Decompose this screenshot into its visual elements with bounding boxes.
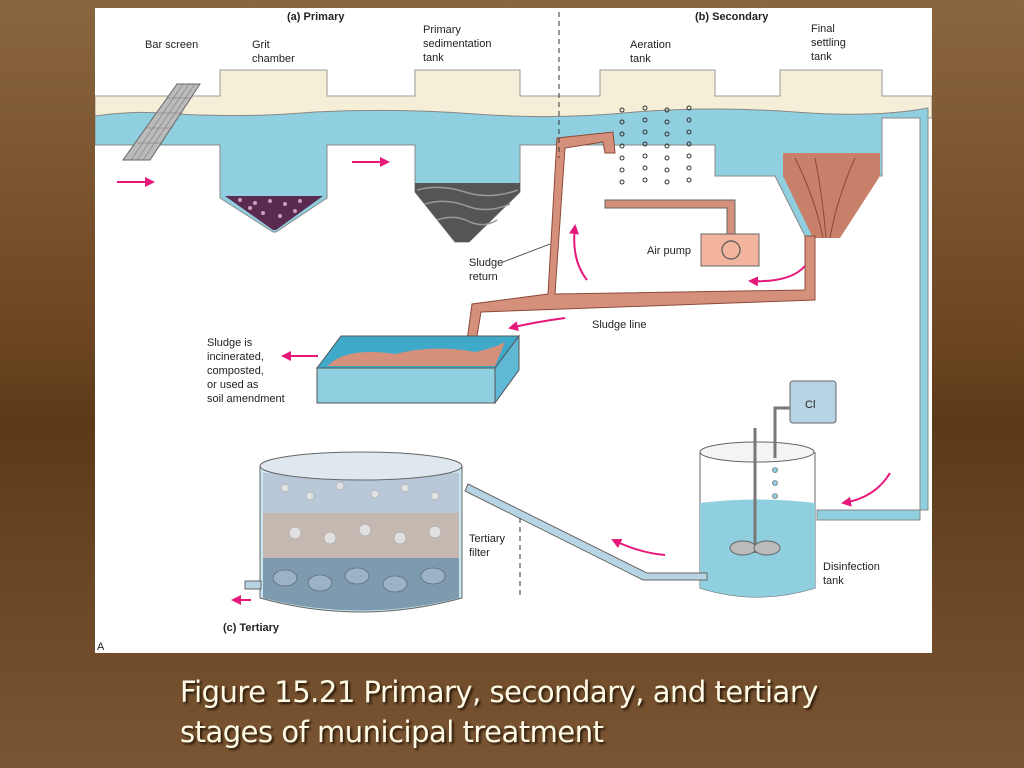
treatment-diagram: (a) Primary (b) Secondary (c) Tertiary B…: [95, 8, 932, 653]
primary-sedimentation-label: Primary sedimentation tank: [423, 24, 495, 64]
primary-sludge: [415, 183, 520, 242]
air-pump-label: Air pump: [647, 245, 691, 257]
sludge-return-leader: [502, 243, 551, 263]
sludge-fate-label: Sludge is incinerated, composted, or use…: [207, 337, 285, 405]
bar-screen-label: Bar screen: [145, 39, 198, 51]
sludge-return-label: Sludge return: [469, 257, 506, 283]
chlorine-label: Cl: [805, 399, 815, 411]
settling-sludge: [783, 153, 880, 239]
caption-line-2: stages of municipal treatment: [180, 715, 604, 749]
slide-caption: Figure 15.21 Primary, secondary, and ter…: [180, 672, 960, 752]
final-settling-label: Final settling tank: [811, 23, 849, 63]
aeration-bubbles: [619, 105, 692, 185]
stage-primary-label: (a) Primary: [287, 11, 345, 23]
grit-chamber-label: Grit chamber: [252, 39, 295, 65]
tertiary-filter: [244, 451, 463, 613]
panel-label: A: [97, 641, 105, 653]
aeration-tank-label: Aeration tank: [630, 39, 674, 65]
stage-secondary-label: (b) Secondary: [695, 11, 769, 23]
caption-line-1: Figure 15.21 Primary, secondary, and ter…: [180, 675, 818, 709]
tank-tops: [95, 69, 932, 119]
sludge-line-label: Sludge line: [592, 319, 646, 331]
sludge-tray: [316, 334, 520, 405]
disinfection-tank-label: Disinfection tank: [823, 561, 883, 587]
grit-sediment: [225, 196, 323, 230]
air-pump: [604, 199, 760, 267]
effluent-pipe: [464, 483, 708, 581]
stage-tertiary-label: (c) Tertiary: [223, 622, 280, 634]
stage-dividers: [519, 12, 560, 598]
flow-arrows: [117, 157, 891, 605]
bar-screen: [122, 83, 201, 161]
disinfection-tank: [699, 380, 837, 598]
tertiary-filter-label: Tertiary filter: [469, 533, 508, 559]
